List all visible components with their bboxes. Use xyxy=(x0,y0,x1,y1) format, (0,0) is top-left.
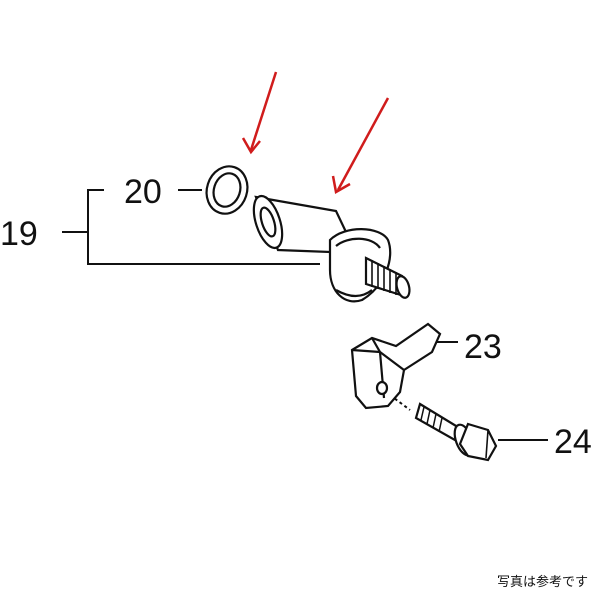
callout-20: 20 xyxy=(124,173,162,211)
callout-24: 24 xyxy=(554,423,592,461)
red-arrow-icon xyxy=(331,97,390,194)
flange-bolt xyxy=(414,402,498,462)
callout-19: 19 xyxy=(0,215,38,253)
red-arrow-icon xyxy=(241,71,278,155)
reference-note: 写真は参考です xyxy=(496,575,588,590)
o-ring-washer xyxy=(205,165,249,215)
bracket xyxy=(350,322,442,410)
pivot-shaft xyxy=(252,194,411,303)
callout-23: 23 xyxy=(464,328,502,366)
